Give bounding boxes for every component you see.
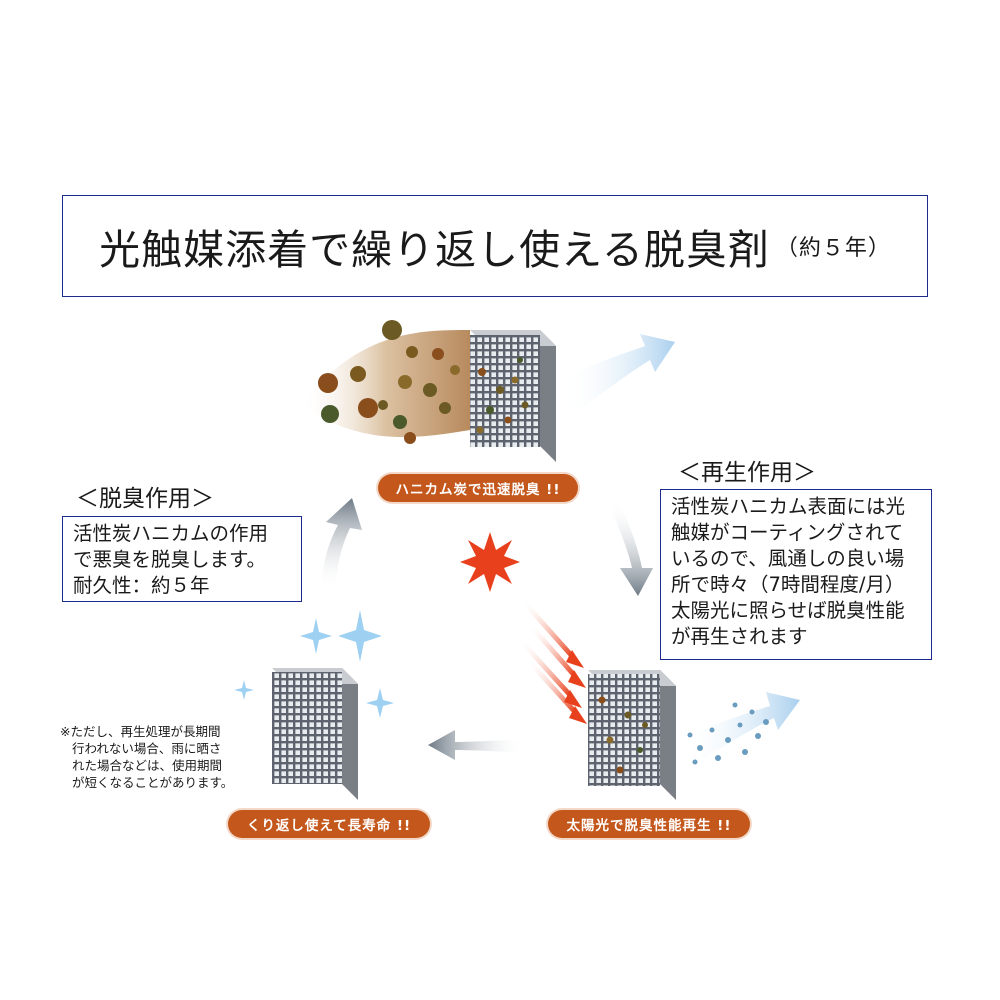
right-line-2: 触媒がコーティングされて <box>671 521 904 544</box>
title-box: 光触媒添着で繰り返し使える脱臭剤（約５年） <box>62 195 928 297</box>
label-bottom-right: 太陽光で脱臭性能再生 !! <box>548 810 750 838</box>
footnote: ※ただし、再生処理が長期間 行われない場合、雨に晒さ れた場合などは、使用期間 … <box>60 723 233 791</box>
sun-icon <box>460 532 520 592</box>
honeycomb-block-right <box>588 670 676 800</box>
left-callout: 活性炭ハニカムの作用 で悪臭を脱臭します。 耐久性：約５年 <box>62 516 302 602</box>
note-line-3: れた場合などは、使用期間 <box>72 758 223 773</box>
clean-air-arrow-right <box>682 692 800 770</box>
right-line-1: 活性炭ハニカム表面には光 <box>671 495 906 518</box>
note-line-1: ※ただし、再生処理が長期間 <box>60 724 221 739</box>
honeycomb-block-left <box>272 668 358 800</box>
released-molecules <box>687 702 769 765</box>
label-bottom-left: くり返し使えて長寿命 !! <box>228 810 430 838</box>
clean-air-arrow-top <box>565 334 675 420</box>
left-line-3: 耐久性：約５年 <box>73 574 210 597</box>
right-line-3: いるので、風通しの良い場 <box>671 547 905 570</box>
label-top: ハニカム炭で迅速脱臭 !! <box>378 474 578 502</box>
sunlight-rays <box>518 598 577 714</box>
right-callout: 活性炭ハニカム表面には光 触媒がコーティングされて いるので、風通しの良い場 所… <box>660 489 932 660</box>
right-line-5: 太陽光に照らせば脱臭性能 <box>671 599 905 622</box>
right-heading: ＜再生作用＞ <box>678 460 816 486</box>
cycle-arrow-up-left <box>322 498 362 590</box>
right-line-4: 所で時々（7時間程度/月） <box>671 573 905 596</box>
title-main: 光触媒添着で繰り返し使える脱臭剤 <box>99 226 770 274</box>
cycle-arrow-down-right <box>608 500 653 596</box>
left-line-2: で悪臭を脱臭します。 <box>73 548 267 571</box>
sparkle-icons <box>234 610 394 718</box>
left-line-1: 活性炭ハニカムの作用 <box>73 522 269 545</box>
page-title: 光触媒添着で繰り返し使える脱臭剤（約５年） <box>63 196 927 296</box>
note-line-4: が短くなることがあります。 <box>72 775 234 790</box>
odor-cloud <box>300 330 470 438</box>
odor-particles <box>318 320 460 444</box>
title-sub: （約５年） <box>775 236 891 261</box>
right-line-6: が再生されます <box>671 625 808 648</box>
left-heading: ＜脱臭作用＞ <box>76 486 214 512</box>
note-line-2: 行われない場合、雨に晒さ <box>72 741 222 756</box>
honeycomb-block-top <box>470 330 556 462</box>
cycle-arrow-left <box>428 730 525 760</box>
